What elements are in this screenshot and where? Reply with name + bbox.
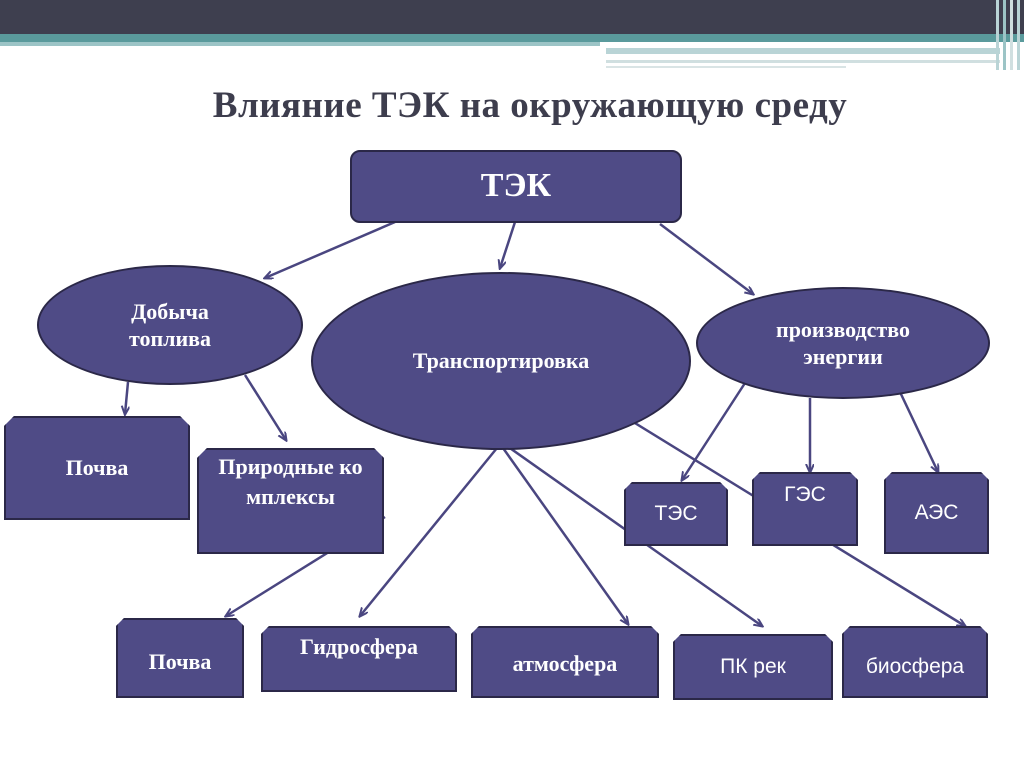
arrow-dobycha-pochva: [125, 381, 128, 414]
node-proizvodstvo-energii: производство энергии: [696, 287, 990, 399]
node-gidrosfera-label: Гидросфера: [300, 634, 418, 659]
node-biosfera: биосфера: [842, 626, 988, 698]
node-transport-label: Транспортировка: [412, 348, 590, 374]
node-tes: ТЭС: [624, 482, 728, 546]
arrow-tek-transport: [500, 221, 517, 268]
arrow-proizvodstvo-aes: [898, 391, 938, 472]
arrow-transport-gidrosfera: [360, 447, 498, 616]
node-atmosfera-label: атмосфера: [512, 651, 618, 676]
arrow-transport-atmosfera: [501, 447, 628, 624]
arrow-tek-proizvodstvo: [659, 223, 753, 294]
node-atmosfera: атмосфера: [471, 626, 659, 698]
node-ges-label: ГЭС: [784, 483, 826, 506]
arrow-dobycha-prirodnye: [243, 374, 286, 440]
node-tek: ТЭК: [350, 150, 682, 223]
node-gidrosfera: Гидросфера: [261, 626, 457, 692]
node-ges: ГЭС: [752, 472, 858, 546]
node-aes: АЭС: [884, 472, 989, 554]
node-tes-label: ТЭС: [654, 501, 698, 525]
node-pochva-top-label: Почва: [65, 455, 129, 481]
node-tek-label: ТЭК: [480, 167, 552, 205]
node-pochva-top: Почва: [4, 416, 190, 520]
node-pochva-bottom-label: Почва: [148, 649, 212, 674]
node-pk-rek-label: ПК рек: [720, 654, 786, 678]
node-dobycha-topliva: Добыча топлива: [37, 265, 303, 385]
node-pk-rek: ПК рек: [673, 634, 833, 700]
arrow-proizvodstvo-tes: [682, 382, 747, 480]
node-prirodnye-kompleksy: Природные комплексы: [197, 448, 384, 554]
arrow-tek-dobycha: [265, 220, 396, 278]
node-transportirovka: Транспортировка: [311, 272, 691, 450]
slide-title: Влияние ТЭК на окружающую среду: [212, 85, 848, 126]
node-prirodnye-label: Природные комплексы: [218, 454, 363, 509]
node-dobycha-label: Добыча топлива: [128, 298, 212, 352]
node-proizvodstvo-label: производство энергии: [776, 316, 910, 370]
node-aes-label: АЭС: [914, 500, 959, 524]
node-biosfera-label: биосфера: [865, 655, 965, 678]
node-pochva-bottom: Почва: [116, 618, 244, 698]
